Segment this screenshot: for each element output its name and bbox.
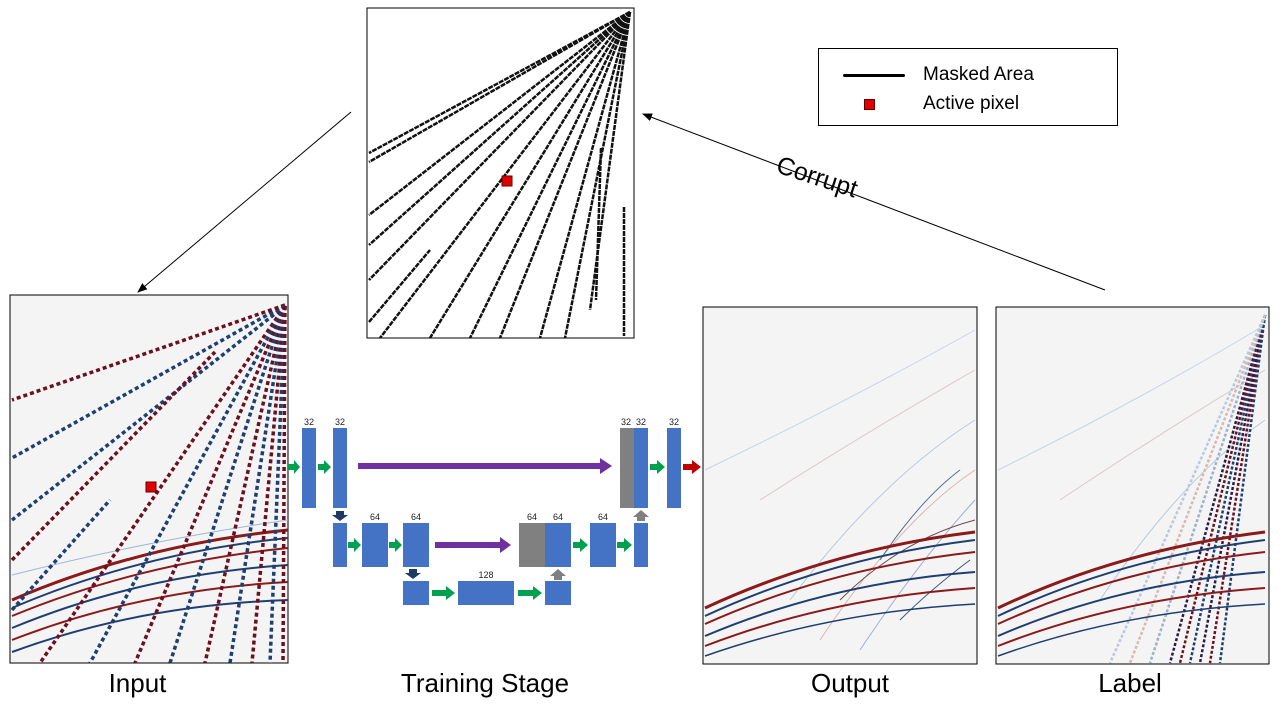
unet-label-enc2-a: 64 <box>370 512 380 522</box>
legend-label-masked-area: Masked Area <box>923 64 1034 85</box>
unet-enc2-input <box>333 523 347 567</box>
red-square-icon <box>864 99 875 110</box>
unet-dec1-block-a <box>634 428 648 508</box>
output-panel <box>702 306 978 665</box>
input-masked-traces <box>10 303 287 664</box>
input-active-pixel <box>145 481 157 493</box>
input-panel <box>9 294 289 664</box>
unet-label-dec1-b: 32 <box>669 417 679 427</box>
unet-dec2-block-a <box>545 523 571 567</box>
unet-dec2-block-b <box>590 523 616 567</box>
unet-diagram: 32 32 64 64 128 64 64 64 32 32 32 <box>288 417 701 605</box>
mask-panel <box>366 7 635 339</box>
unet-label-dec2-a: 64 <box>553 512 563 522</box>
unet-label-bottleneck: 128 <box>478 570 493 580</box>
unet-dec1-concat <box>620 428 634 508</box>
unet-label-dec2-b: 64 <box>598 512 608 522</box>
arrow-mask-to-input <box>137 111 352 293</box>
unet-enc2-block-a <box>362 523 388 567</box>
unet-bottleneck-output <box>545 581 571 605</box>
unet-label-dec1-concat: 32 <box>621 417 631 427</box>
legend-row-active-pixel: Active pixel <box>819 91 1117 117</box>
unet-label-enc2-b: 64 <box>411 512 421 522</box>
label-panel <box>995 306 1270 665</box>
caption-input: Input <box>108 668 167 698</box>
unet-enc1-block-a <box>302 428 316 508</box>
unet-enc2-block-b <box>403 523 429 567</box>
output-seismic-layers <box>704 530 976 657</box>
caption-training-stage: Training Stage <box>400 668 570 698</box>
legend-row-masked-area: Masked Area <box>819 62 1117 88</box>
unet-conv-arrows <box>288 460 665 600</box>
unet-output-arrow <box>683 460 701 474</box>
unet-skip-arrows <box>358 458 612 553</box>
unet-dec2-concat <box>519 523 545 567</box>
unet-label-enc1-a: 32 <box>304 417 314 427</box>
caption-label: Label <box>1098 668 1162 698</box>
mask-active-pixel <box>501 175 513 187</box>
unet-pool-arrows <box>332 511 421 579</box>
output-texture <box>704 329 976 651</box>
label-texture <box>997 324 1266 601</box>
unet-label-enc1-b: 32 <box>335 417 345 427</box>
unet-bottleneck-block <box>458 581 514 605</box>
legend-label-active-pixel: Active pixel <box>923 93 1020 114</box>
unet-dec2-output <box>634 523 648 567</box>
unet-label-dec2-concat: 64 <box>527 512 537 522</box>
mask-lines <box>368 10 632 339</box>
unet-label-dec1-a: 32 <box>636 417 646 427</box>
unet-up-arrows <box>550 510 649 580</box>
arrow-label-to-mask <box>642 113 1106 291</box>
unet-enc1-block-b <box>333 428 347 508</box>
black-line-icon <box>843 74 905 77</box>
unet-dec1-block-b <box>667 428 681 508</box>
legend: Masked Area Active pixel <box>818 48 1118 126</box>
label-seismic-layers <box>997 530 1266 657</box>
caption-output: Output <box>810 668 890 698</box>
unet-bottleneck-input <box>403 581 429 605</box>
